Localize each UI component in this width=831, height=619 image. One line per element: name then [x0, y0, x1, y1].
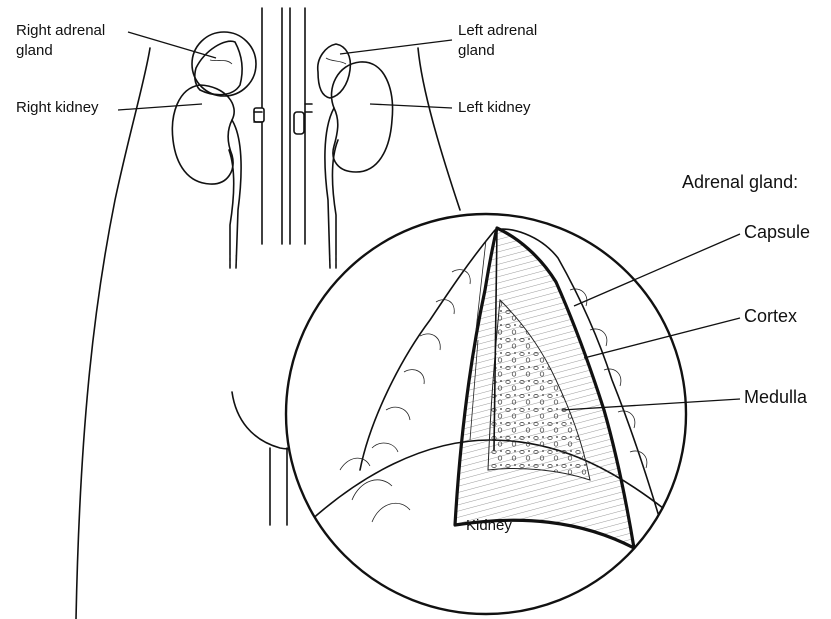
cortex-label: Cortex — [744, 306, 797, 326]
left-kidney-leader — [370, 104, 452, 108]
left-kidney-label: Left kidney — [458, 99, 531, 116]
right-adrenal-label: Right adrenal gland — [16, 22, 109, 59]
medulla-label: Medulla — [744, 387, 808, 407]
kidney-label: Kidney — [466, 517, 512, 534]
aorta-and-vena-cava — [254, 8, 312, 244]
right-kidney-leader — [118, 104, 202, 110]
right-kidney — [172, 85, 241, 268]
inset-title: Adrenal gland: — [682, 172, 798, 192]
right-adrenal-leader — [128, 32, 216, 58]
left-adrenal-gland — [318, 44, 351, 98]
right-adrenal-gland — [192, 32, 256, 96]
capsule-label: Capsule — [744, 222, 810, 242]
left-adrenal-leader — [340, 40, 452, 54]
right-kidney-label: Right kidney — [16, 99, 99, 116]
left-kidney — [325, 62, 393, 268]
adrenal-inset — [286, 214, 690, 614]
left-adrenal-label: Left adrenal gland — [458, 22, 541, 59]
